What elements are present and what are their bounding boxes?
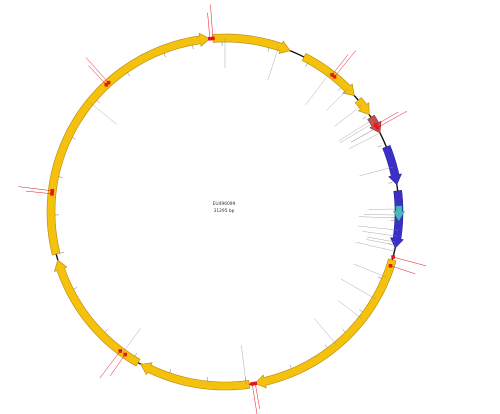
tick-mark	[163, 53, 166, 58]
leader-layer	[18, 4, 426, 414]
site-leader	[26, 190, 52, 195]
orf-arrow	[140, 362, 251, 391]
orf-arrow	[254, 258, 397, 389]
site-leader	[207, 12, 211, 39]
tick-mark	[72, 137, 76, 140]
tick-mark	[127, 72, 130, 77]
tick-mark	[377, 276, 382, 279]
site-leader	[377, 110, 408, 128]
tick-mark	[267, 47, 270, 52]
site-leader	[375, 111, 399, 126]
tick-mark	[60, 251, 64, 254]
tick-mark	[169, 368, 172, 373]
site-leader	[88, 65, 107, 85]
feature-leader	[363, 214, 399, 216]
site-marker	[373, 123, 378, 127]
site-marker	[208, 36, 212, 41]
site-leader	[390, 265, 416, 275]
feature-leader	[353, 263, 387, 278]
feature-leader	[334, 104, 363, 127]
feature-leader	[366, 236, 397, 243]
site-marker	[50, 189, 55, 193]
site-leader	[110, 354, 126, 376]
site-marker	[123, 352, 127, 357]
feature-leader	[366, 239, 396, 246]
site-leader	[334, 50, 357, 77]
orf-arrow	[46, 32, 211, 256]
feature-leader	[340, 278, 376, 300]
tick-mark	[362, 116, 367, 120]
tick-mark	[289, 364, 292, 369]
tick-mark	[342, 329, 346, 333]
site-marker	[250, 382, 254, 386]
orf-arrow	[212, 33, 291, 54]
site-marker	[253, 381, 257, 386]
feature-leader	[348, 132, 381, 150]
site-marker	[104, 82, 109, 87]
site-marker	[391, 255, 395, 259]
tick-mark	[134, 352, 138, 357]
tick-mark	[324, 344, 328, 348]
feature-leader	[338, 119, 373, 142]
tick-mark	[338, 87, 342, 91]
site-leader	[210, 4, 214, 39]
feature-leader	[339, 122, 375, 144]
plasmid-name: EU496099	[213, 201, 236, 207]
feature-leader	[355, 241, 395, 252]
site-marker	[332, 75, 337, 79]
site-leader	[331, 54, 349, 76]
marker-arrow	[382, 144, 402, 186]
tick-mark	[58, 176, 63, 178]
tick-mark	[388, 182, 393, 184]
feature-leader	[241, 344, 247, 385]
feature-leader	[314, 318, 337, 346]
feature-leader	[305, 72, 330, 106]
feature-leader	[267, 46, 279, 80]
site-layer	[50, 36, 395, 386]
feature-leader	[338, 300, 363, 320]
site-marker	[118, 349, 123, 353]
feature-leader	[368, 208, 399, 210]
site-marker	[388, 264, 393, 268]
tick-mark	[359, 309, 363, 313]
orf-layer	[46, 32, 397, 391]
site-leader	[254, 383, 260, 410]
orf-arrow	[54, 259, 141, 367]
tick-mark	[73, 287, 78, 290]
tick-mark	[104, 329, 108, 333]
feature-leader	[362, 231, 398, 237]
orf-arrow	[301, 52, 355, 96]
site-leader	[251, 383, 258, 414]
tick-mark	[192, 45, 194, 50]
feature-leader	[89, 102, 118, 125]
feature-leader	[122, 328, 141, 353]
orf-arrow	[354, 97, 370, 116]
site-leader	[99, 350, 121, 379]
tick-mark	[96, 100, 100, 104]
plasmid-length: 31295 bp	[214, 208, 235, 214]
tick-mark	[377, 145, 382, 148]
feature-leader	[326, 88, 349, 111]
feature-leader	[358, 216, 399, 219]
site-marker	[330, 73, 334, 77]
site-leader	[18, 186, 53, 192]
marker-arrow	[390, 190, 404, 249]
site-marker	[375, 125, 379, 130]
marker-layer	[367, 114, 405, 249]
site-marker	[106, 80, 111, 85]
feature-leader	[350, 127, 378, 143]
site-marker	[50, 192, 54, 196]
feature-leader	[358, 225, 399, 231]
site-marker	[211, 36, 215, 41]
terminator-block	[393, 205, 405, 222]
site-leader	[85, 57, 109, 83]
feature-leader	[359, 166, 394, 177]
tick-mark	[305, 63, 308, 67]
site-leader	[393, 256, 426, 267]
